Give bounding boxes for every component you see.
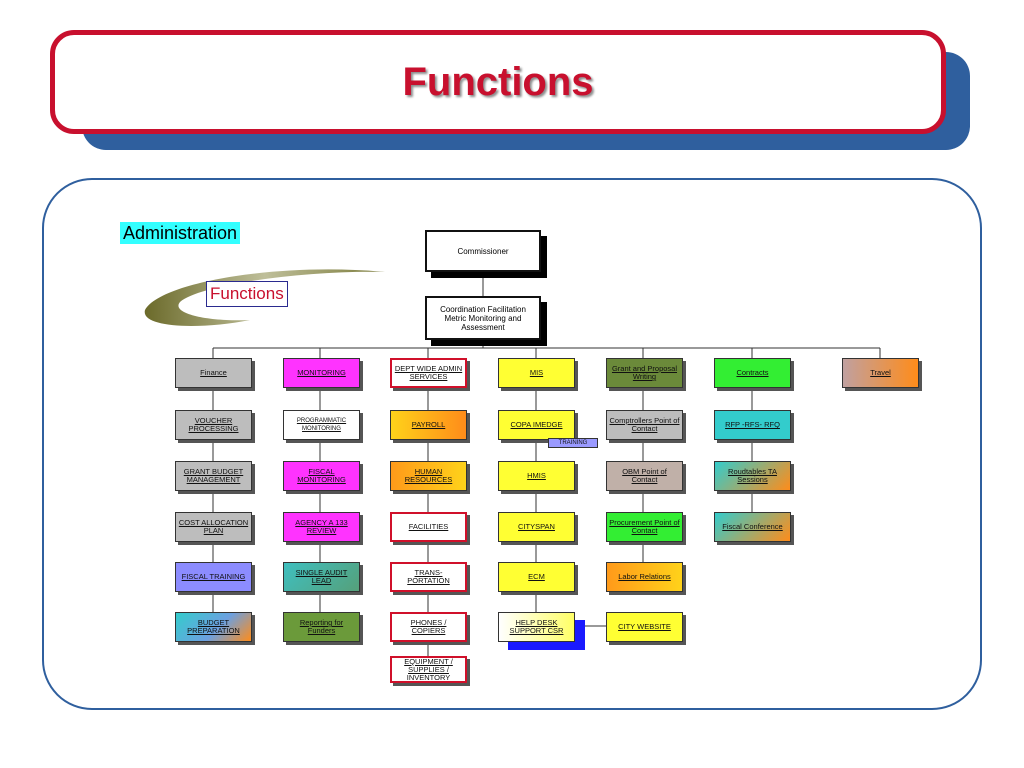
swoosh-graphic: [144, 269, 385, 326]
labor-relations-node: Labor Relations: [606, 562, 683, 592]
finance-node: Finance: [175, 358, 252, 388]
fiscal-conference-node: Fiscal Conference: [714, 512, 791, 542]
equipment-supplies-inventory-node: EQUIPMENT / SUPPLIES / INVENTORY: [390, 656, 467, 683]
fiscal-monitoring-node: FISCAL MONITORING: [283, 461, 360, 491]
procurement-contact-node: Procurement Point of Contact: [606, 512, 683, 542]
single-audit-lead-node: SINGLE AUDIT LEAD: [283, 562, 360, 592]
voucher-processing-node: VOUCHER PROCESSING: [175, 410, 252, 440]
training-tag: TRAINING: [548, 438, 598, 448]
programmatic-monitoring-node: PROGRAMMATIC MONITORING: [283, 410, 360, 440]
copa-imedge-node: COPA IMEDGE: [498, 410, 575, 440]
coordination-node: Coordination Facilitation Metric Monitor…: [425, 296, 541, 340]
commissioner-node: Commissioner: [425, 230, 541, 272]
phones-copiers-node: PHONES / COPIERS: [390, 612, 467, 642]
dept-wide-admin-services-node: DEPT WIDE ADMIN SERVICES: [390, 358, 467, 388]
obm-contact-node: OBM Point of Contact: [606, 461, 683, 491]
facilities-node: FACILITIES: [390, 512, 467, 542]
city-website-node: CITY WEBSITE: [606, 612, 683, 642]
title-banner: Functions: [50, 30, 946, 134]
hmis-node: HMIS: [498, 461, 575, 491]
contracts-node: Contracts: [714, 358, 791, 388]
agency-a133-review-node: AGENCY A 133 REVIEW: [283, 512, 360, 542]
budget-preparation-node: BUDGET PREPARATION: [175, 612, 252, 642]
transportation-node: TRANS- PORTATION: [390, 562, 467, 592]
cityspan-node: CITYSPAN: [498, 512, 575, 542]
page-title: Functions: [402, 59, 594, 104]
monitoring-node: MONITORING: [283, 358, 360, 388]
ecm-node: ECM: [498, 562, 575, 592]
grant-proposal-writing-node: Grant and Proposal Writing: [606, 358, 683, 388]
human-resources-node: HUMAN RESOURCES: [390, 461, 467, 491]
comptrollers-contact-node: Comptrollers Point of Contact: [606, 410, 683, 440]
reporting-for-funders-node: Reporting for Funders: [283, 612, 360, 642]
roundtables-ta-sessions-node: Roudtables TA Sessions: [714, 461, 791, 491]
help-desk-support-node: HELP DESK SUPPORT CSR: [498, 612, 575, 642]
mis-node: MIS: [498, 358, 575, 388]
grant-budget-management-node: GRANT BUDGET MANAGEMENT: [175, 461, 252, 491]
rfp-rfs-rfq-node: RFP -RFS- RFQ: [714, 410, 791, 440]
fiscal-training-node: FISCAL TRAINING: [175, 562, 252, 592]
section-label: Administration: [120, 222, 241, 244]
cost-allocation-plan-node: COST ALLOCATION PLAN: [175, 512, 252, 542]
travel-node: Travel: [842, 358, 919, 388]
swoosh-label: Functions: [206, 281, 288, 307]
payroll-node: PAYROLL: [390, 410, 467, 440]
